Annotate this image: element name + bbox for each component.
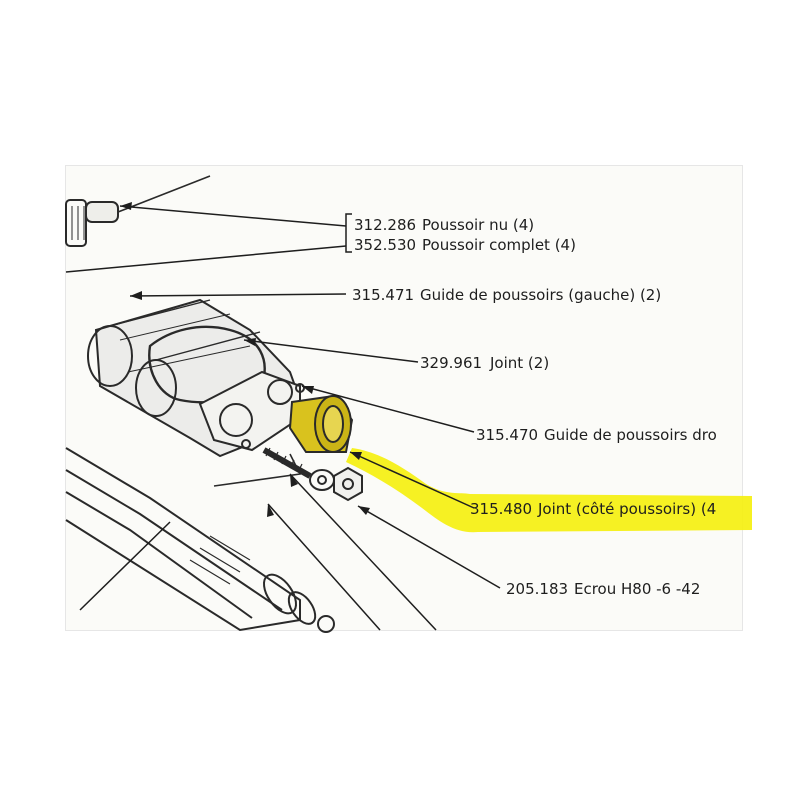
callout-312286-number: 312.286 xyxy=(354,216,416,234)
callout-315471-number: 315.471 xyxy=(352,286,414,304)
callout-315470-number: 315.470 xyxy=(476,426,538,444)
leader-arrowheads xyxy=(120,202,370,517)
callout-312286-description: Poussoir nu (4) xyxy=(422,216,534,234)
callout-315480-number: 315.480 xyxy=(470,500,532,518)
callout-315471-description: Guide de poussoirs (gauche) (2) xyxy=(420,286,661,304)
callout-315480-description: Joint (côté poussoirs) (4 xyxy=(537,500,716,518)
callout-329961-number: 329.961 xyxy=(420,354,482,372)
guide-bracket-line xyxy=(213,453,302,487)
highlight-marker-stroke xyxy=(346,448,752,533)
bolt-washer-nut xyxy=(262,447,363,502)
shaft-assembly xyxy=(65,447,335,633)
joint-bushing-highlighted xyxy=(288,394,354,453)
callout-labels: 312.286 Poussoir nu (4) 352.530 Poussoir… xyxy=(352,216,717,598)
callout-352530-description: Poussoir complet (4) xyxy=(422,236,576,254)
tappet-guide-block xyxy=(87,298,305,458)
callout-329961-description: Joint (2) xyxy=(489,354,549,372)
callout-205183-description: Ecrou H80 -6 -42 xyxy=(574,580,700,598)
callout-205183-number: 205.183 xyxy=(506,580,568,598)
tappet-partial xyxy=(65,175,211,247)
callout-352530-number: 352.530 xyxy=(354,236,416,254)
callout-315470-description: Guide de poussoirs dro xyxy=(544,426,717,444)
leader-lines xyxy=(65,205,501,631)
callout-group-bracket xyxy=(345,213,352,253)
